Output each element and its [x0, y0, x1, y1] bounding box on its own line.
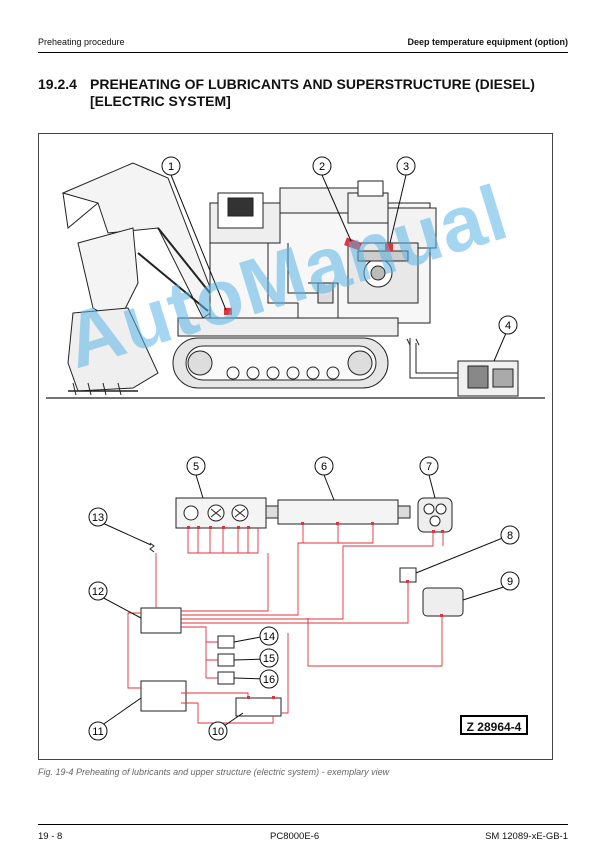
callout-2: 2	[312, 156, 332, 176]
terminals	[187, 522, 444, 699]
figure-frame	[38, 133, 553, 760]
document-number: SM 12089-xE-GB-1	[485, 831, 568, 842]
callout-5: 5	[186, 456, 206, 476]
svg-text:15: 15	[263, 653, 275, 665]
callout-16: 16	[259, 669, 279, 689]
callout-7: 7	[419, 456, 439, 476]
callout-15: 15	[259, 648, 279, 668]
header-section: Deep temperature equipment (option)	[407, 37, 568, 47]
svg-text:7: 7	[426, 461, 432, 473]
callout-10: 10	[208, 721, 228, 741]
svg-text:14: 14	[263, 631, 275, 643]
excavator-electric-diagram: 1 2 3 4 5 6 7 8 9 10 11 12 13 14 15 16	[46, 156, 545, 741]
figure-reference-number: Z 28964-4	[460, 715, 528, 735]
svg-text:16: 16	[263, 674, 275, 686]
callout-14: 14	[259, 626, 279, 646]
callout-markers: 1 2 3 4 5 6 7 8 9 10 11 12 13 14 15 16	[88, 156, 520, 741]
header-divider	[38, 52, 568, 53]
wiring	[127, 524, 444, 724]
callout-3: 3	[396, 156, 416, 176]
model-number: PC8000E-6	[270, 831, 320, 842]
excavator-illustration	[46, 162, 545, 399]
footer-divider	[38, 824, 568, 825]
callout-12: 12	[88, 581, 108, 601]
callout-4: 4	[498, 315, 518, 335]
svg-text:3: 3	[403, 161, 409, 173]
callout-1: 1	[161, 156, 181, 176]
callout-13: 13	[88, 507, 108, 527]
marker-component-2	[344, 237, 362, 251]
callout-8: 8	[500, 525, 520, 545]
svg-text:9: 9	[507, 576, 513, 588]
svg-text:2: 2	[319, 161, 325, 173]
svg-text:1: 1	[168, 161, 174, 173]
svg-text:5: 5	[193, 461, 199, 473]
callout-6: 6	[314, 456, 334, 476]
svg-text:12: 12	[92, 586, 104, 598]
section-number: 19.2.4	[38, 76, 77, 92]
callout-11: 11	[88, 721, 108, 741]
header-chapter: Preheating procedure	[38, 37, 125, 47]
marker-component-3	[385, 243, 393, 251]
callout-9: 9	[500, 571, 520, 591]
svg-text:4: 4	[505, 320, 511, 332]
section-title: PREHEATING OF LUBRICANTS AND SUPERSTRUCT…	[90, 76, 535, 109]
svg-text:8: 8	[507, 530, 513, 542]
figure-caption: Fig. 19-4 Preheating of lubricants and u…	[38, 767, 390, 777]
schematic	[140, 497, 464, 717]
svg-text:13: 13	[92, 512, 104, 524]
svg-text:10: 10	[212, 726, 224, 738]
svg-text:11: 11	[92, 726, 103, 738]
svg-text:6: 6	[321, 461, 327, 473]
marker-component-1	[224, 308, 232, 315]
page-number: 19 - 8	[38, 831, 63, 842]
connector-13	[149, 542, 155, 553]
